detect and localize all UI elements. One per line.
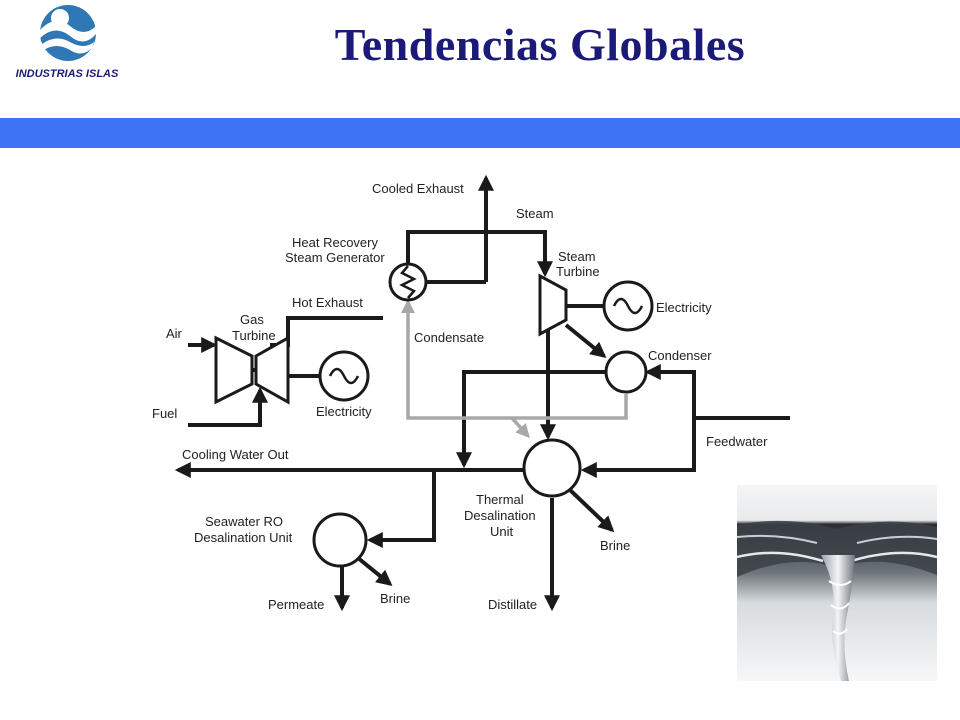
gas-generator-icon bbox=[318, 350, 370, 402]
hrsg-loop-line bbox=[406, 230, 553, 284]
cogeneration-desalination-diagram: Cooled Exhaust Steam Heat Recovery Steam… bbox=[152, 174, 790, 612]
label-air: Air bbox=[166, 326, 183, 341]
condenser-to-thermal-line bbox=[456, 370, 605, 469]
thermal-desalination-icon bbox=[522, 438, 582, 498]
label-cooled-exhaust: Cooled Exhaust bbox=[372, 181, 464, 196]
label-feedwater: Feedwater bbox=[706, 434, 768, 449]
label-steam-turbine-line2: Turbine bbox=[556, 264, 600, 279]
turbine-to-condenser-line bbox=[564, 323, 607, 359]
fuel-line bbox=[188, 386, 268, 427]
label-hrsg-line2: Steam Generator bbox=[285, 250, 385, 265]
label-thermal-line2: Desalination bbox=[464, 508, 536, 523]
label-thermal-line3: Unit bbox=[490, 524, 514, 539]
header-band bbox=[0, 118, 960, 148]
heat-recovery-icon bbox=[388, 262, 428, 302]
label-brine-ro: Brine bbox=[380, 591, 410, 606]
industrias-islas-logo: INDUSTRIAS ISLAS bbox=[16, 5, 119, 80]
label-condenser: Condenser bbox=[648, 348, 712, 363]
label-gas-turbine-line1: Gas bbox=[240, 312, 264, 327]
label-hrsg-line1: Heat Recovery bbox=[292, 235, 378, 250]
label-ro-line1: Seawater RO bbox=[205, 514, 283, 529]
page-title: Tendencias Globales bbox=[334, 19, 746, 70]
label-brine-thermal: Brine bbox=[600, 538, 630, 553]
feedwater-in-line bbox=[580, 416, 790, 478]
steam-generator-icon bbox=[602, 280, 654, 332]
brine-ro-line bbox=[356, 556, 393, 587]
label-condensate: Condensate bbox=[414, 330, 484, 345]
brine-thermal-line bbox=[568, 488, 615, 533]
label-distillate: Distillate bbox=[488, 597, 537, 612]
label-steam: Steam bbox=[516, 206, 554, 221]
label-gas-turbine-line2: Turbine bbox=[232, 328, 276, 343]
label-ro-line2: Desalination Unit bbox=[194, 530, 293, 545]
feedwater-to-condenser-line bbox=[644, 364, 696, 418]
condensate-return-line bbox=[401, 299, 628, 420]
label-hot-exhaust: Hot Exhaust bbox=[292, 295, 363, 310]
condenser-icon bbox=[604, 350, 648, 394]
label-steam-turbine-line1: Steam bbox=[558, 249, 596, 264]
label-fuel: Fuel bbox=[152, 406, 177, 421]
water-vortex-photo bbox=[737, 485, 937, 681]
ro-unit-icon bbox=[312, 512, 368, 568]
header-band-fill bbox=[0, 118, 960, 148]
logo-emblem-icon bbox=[40, 5, 96, 61]
label-permeate: Permeate bbox=[268, 597, 324, 612]
gas-turbine-icon bbox=[214, 335, 290, 405]
steam-turbine-icon bbox=[538, 273, 568, 337]
label-electricity-gas: Electricity bbox=[316, 404, 372, 419]
ro-feed-line bbox=[366, 470, 436, 548]
label-electricity-steam: Electricity bbox=[656, 300, 712, 315]
logo-text: INDUSTRIAS ISLAS bbox=[16, 68, 119, 80]
condensate-to-thermal-line bbox=[510, 416, 530, 439]
label-thermal-line1: Thermal bbox=[476, 492, 524, 507]
label-cooling-water-out: Cooling Water Out bbox=[182, 447, 289, 462]
